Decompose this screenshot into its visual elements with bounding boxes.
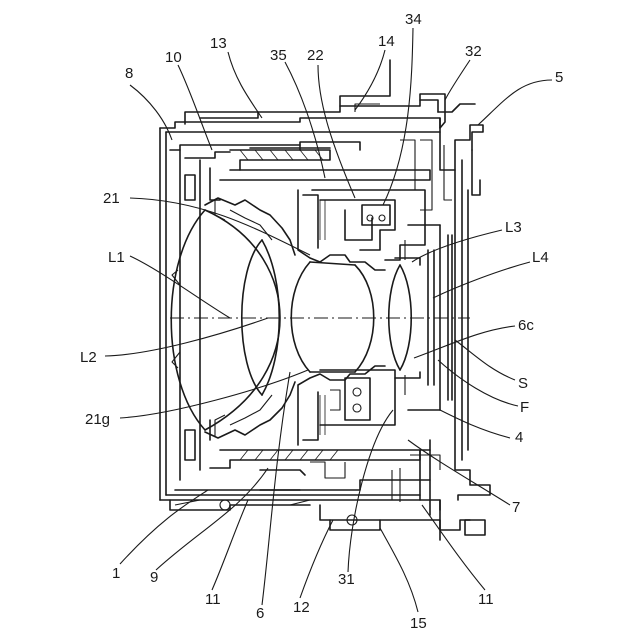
label-L2: L2 [80, 349, 97, 366]
label-L3: L3 [505, 219, 522, 236]
label-35: 35 [270, 47, 287, 64]
label-8: 8 [125, 65, 133, 82]
cam-ring-bottom [170, 500, 470, 540]
label-L4: L4 [532, 249, 549, 266]
label-10: 10 [165, 49, 182, 66]
label-12: 12 [293, 599, 310, 616]
label-S: S [518, 375, 528, 392]
label-5: 5 [555, 69, 563, 86]
label-21g: 21g [85, 411, 110, 428]
outer-barrel [160, 118, 440, 510]
label-14: 14 [378, 33, 395, 50]
label-11-left: 11 [205, 591, 221, 608]
diagram-labels: 34 13 14 32 35 22 10 8 5 21 L3 L4 L1 L2 … [80, 11, 563, 632]
label-32: 32 [465, 43, 482, 60]
label-6: 6 [256, 605, 264, 622]
label-13: 13 [210, 35, 227, 52]
label-9: 9 [150, 569, 158, 586]
label-31: 31 [338, 571, 355, 588]
label-34: 34 [405, 11, 422, 28]
label-21: 21 [103, 190, 120, 207]
label-F: F [520, 399, 529, 416]
label-4: 4 [515, 429, 523, 446]
label-15: 15 [410, 615, 427, 632]
label-L1: L1 [108, 249, 125, 266]
label-11-right: 11 [478, 591, 494, 608]
label-6c: 6c [518, 317, 534, 334]
label-22: 22 [307, 47, 324, 64]
label-7: 7 [512, 499, 520, 516]
label-1: 1 [112, 565, 120, 582]
